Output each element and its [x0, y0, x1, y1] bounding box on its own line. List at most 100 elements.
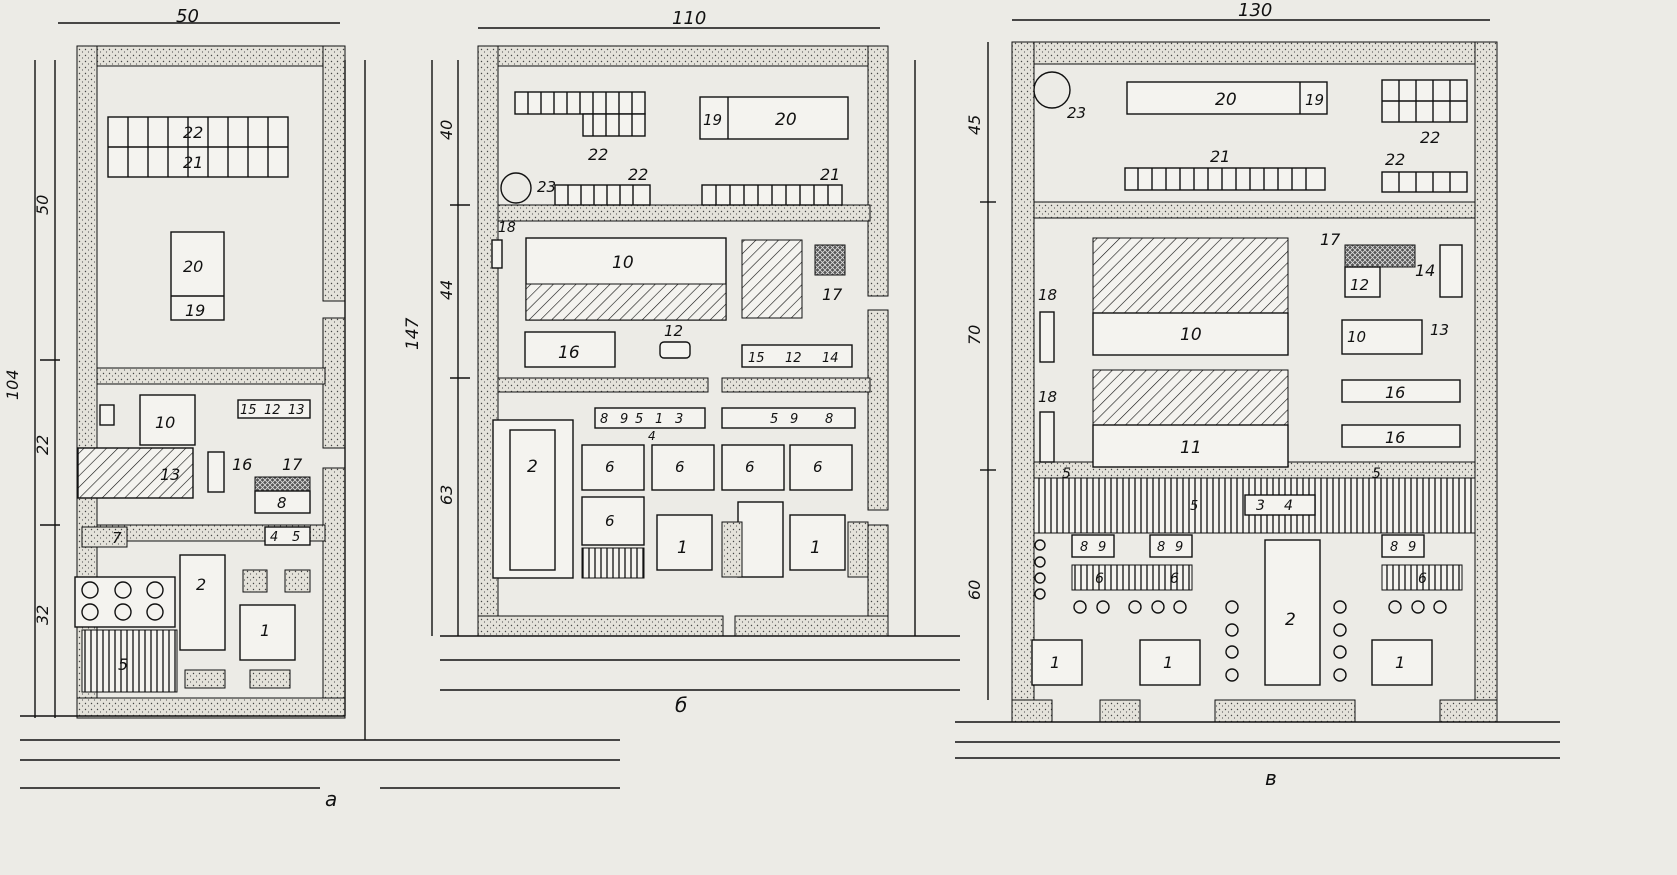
plan-c-label: 23: [1067, 104, 1086, 122]
plan-b-label: 8: [600, 412, 608, 427]
plan-c-width-dim: 130: [1238, 0, 1272, 21]
plan-a-zone-top-dim: 50: [33, 195, 52, 215]
plan-c-label: 22: [1385, 150, 1405, 169]
plan-b-label: 12: [664, 322, 683, 340]
plan-c-label: 1: [1163, 653, 1173, 672]
plan-a-table-20: [170, 231, 225, 321]
plan-a-grate-5: [81, 629, 178, 693]
plan-c-label: 11: [1180, 438, 1202, 458]
plan-c-label: 14: [1415, 261, 1435, 280]
plan-a-label: 13: [288, 403, 305, 418]
plan-a-storage-racks: [107, 116, 289, 178]
plan-b-partition-2b: [721, 377, 871, 393]
plan-b-width-dim: 110: [672, 8, 706, 29]
plan-b-hatched-block: [741, 239, 803, 319]
plan-c-label: 9: [1408, 540, 1416, 555]
plan-b-label: 5: [635, 412, 643, 427]
plan-b-label: 15: [748, 351, 765, 366]
plan-c-machine-10: [1092, 312, 1289, 356]
plan-c-label: 18: [1038, 388, 1057, 406]
plan-b-label: 12: [785, 351, 802, 366]
plan-a-width-dim: 50: [176, 6, 199, 27]
plan-b-label: 19: [703, 111, 722, 129]
plan-b-label: 6: [675, 458, 685, 476]
plan-a-label: 2: [196, 575, 206, 594]
plan-c-unit-1b: [1139, 639, 1201, 686]
plan-b-round-23: [500, 172, 532, 204]
plan-a-label: 4: [270, 530, 278, 545]
plan-c-label: 19: [1305, 91, 1324, 109]
plan-c-label: 3: [1256, 498, 1265, 514]
plan-c-label: 10: [1180, 325, 1202, 345]
plan-b-label: 22: [628, 165, 648, 184]
plan-a-wall-right-mid: [322, 317, 346, 449]
plan-b-caption: б: [675, 693, 687, 717]
plan-c-machine-11: [1092, 424, 1289, 468]
plan-c-label: 6: [1095, 571, 1104, 587]
plan-c-label: 9: [1098, 540, 1106, 555]
plan-a-label: 20: [183, 257, 203, 276]
plan-a-cross-17: [254, 476, 311, 492]
plan-c-hatched-top: [1092, 237, 1289, 314]
plan-c-caption: в: [1265, 766, 1277, 790]
plan-b-block-5-9-8: [721, 407, 856, 429]
plan-b-wall-bottom-left: [477, 615, 724, 637]
plan-b-label: 22: [588, 145, 608, 164]
plan-a-total-dim: 104: [3, 369, 22, 400]
plan-b-label: 9: [620, 412, 628, 427]
plan-b-label: 6: [813, 458, 823, 476]
plan-b-cross-17: [814, 244, 846, 276]
plan-c-wall-top: [1011, 41, 1498, 65]
plan-c-label: 6: [1418, 571, 1427, 587]
plan-b-label: 3: [675, 412, 683, 427]
plan-a-label: 10: [155, 413, 175, 432]
plan-b-label: 18: [498, 220, 516, 236]
plan-c-label: 8: [1080, 540, 1088, 555]
plan-c-cross-17: [1344, 244, 1416, 268]
plan-a-label: 19: [185, 301, 205, 320]
plan-b-unit-1b: [789, 514, 846, 571]
plan-a-label: 8: [277, 494, 287, 512]
plan-c-label: 20: [1215, 90, 1237, 110]
plan-a-box-4-5: [264, 526, 311, 546]
plan-b-label: 6: [605, 512, 615, 530]
plan-a-tanks: [74, 576, 176, 628]
plan-b-label: 23: [537, 178, 556, 196]
plan-b-label: 17: [822, 285, 843, 304]
plan-c-label: 1: [1395, 653, 1405, 672]
plan-c-unit-1c: [1371, 639, 1433, 686]
plan-c-label: 8: [1157, 540, 1165, 555]
plan-c-label: 22: [1420, 128, 1440, 147]
plan-a-block-15-12-13: [237, 399, 311, 419]
plan-b-label: 16: [558, 343, 580, 363]
plan-a-label: 5: [118, 655, 128, 674]
plan-c-label: 5: [1190, 499, 1198, 514]
plan-c-label: 17: [1320, 230, 1341, 249]
plan-c-partition-1: [1033, 201, 1476, 219]
plan-a-label: 21: [183, 153, 203, 172]
plan-b-zone-top-dim: 40: [437, 120, 456, 140]
plan-b-block-8-9-5-1-3: [594, 407, 706, 429]
plan-a-caption: а: [325, 787, 337, 811]
plan-b-partition-2a: [497, 377, 709, 393]
plan-a-partition-1: [96, 367, 326, 385]
plan-b-label: 21: [820, 165, 840, 184]
plan-c-label: 16: [1385, 383, 1405, 402]
plan-a: 50 104 50 22 32 а 22 21 20 19 10 15 12 1…: [3, 6, 620, 811]
plan-b-label: 9: [790, 412, 798, 427]
plan-a-wall-right-top: [322, 45, 346, 302]
plan-b-label: 10: [612, 253, 634, 273]
plan-b-partition-1: [497, 204, 871, 222]
plan-c-label: 21: [1210, 147, 1230, 166]
plan-c: 130 45 70 60 в 23 20 19 22 21 22 17 12 1…: [955, 0, 1560, 790]
plan-c-racks: [1124, 79, 1468, 193]
plan-a-box-8: [254, 490, 311, 514]
plan-b-label: 2: [527, 457, 538, 477]
plan-c-box-14: [1439, 244, 1463, 298]
plan-b-table-16: [524, 331, 616, 368]
plan-c-label: 5: [1372, 466, 1381, 482]
plan-c-zone-bottom-dim: 60: [965, 580, 984, 600]
plan-c-zone-mid-dim: 70: [965, 325, 984, 345]
plan-b-label: 20: [775, 110, 797, 130]
